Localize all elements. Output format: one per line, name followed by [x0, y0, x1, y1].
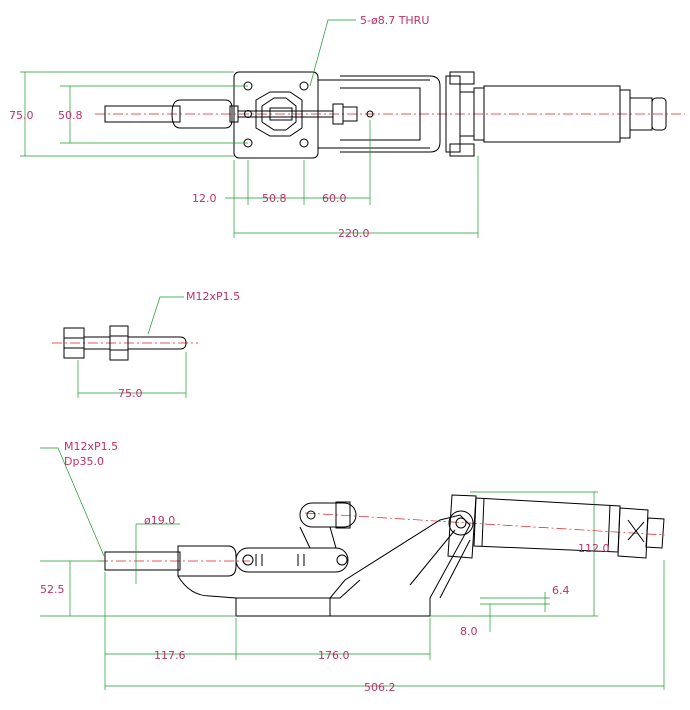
- dim-plunger-length: 117.6: [154, 649, 186, 662]
- dim-cylinder-height: 112.0: [578, 542, 610, 555]
- dim-hole-spacing: 50.8: [262, 192, 287, 205]
- note-thru-holes: 5-ø8.7 THRU: [360, 14, 429, 27]
- dim-overall-length: 220.0: [338, 227, 370, 240]
- side-view: M12xP1.5 Dp35.0 ø19.0 52.5 112.0 6.4 8.0…: [40, 440, 666, 694]
- side-thread-label: M12xP1.5: [64, 440, 118, 453]
- dim-offset: 12.0: [192, 192, 217, 205]
- bolt-thread-label: M12xP1.5: [186, 290, 240, 303]
- dim-small-offset: 6.4: [552, 584, 570, 597]
- bolt-length-label: 75.0: [118, 387, 143, 400]
- dim-plunger-height: 52.5: [40, 583, 65, 596]
- top-view: 5-ø8.7 THRU 75.0 50.8 12.0 50.8 60.0 220…: [9, 14, 685, 240]
- dim-diameter: ø19.0: [144, 514, 175, 527]
- dim-body-length: 176.0: [318, 649, 350, 662]
- dim-base-offset: 8.0: [460, 625, 478, 638]
- dim-side-overall: 506.2: [364, 681, 396, 694]
- bolt-view: M12xP1.5 75.0: [52, 290, 240, 400]
- dim-pivot: 60.0: [322, 192, 347, 205]
- side-depth-label: Dp35.0: [64, 455, 104, 468]
- dim-height-mount: 50.8: [58, 109, 83, 122]
- dim-height-overall: 75.0: [9, 109, 34, 122]
